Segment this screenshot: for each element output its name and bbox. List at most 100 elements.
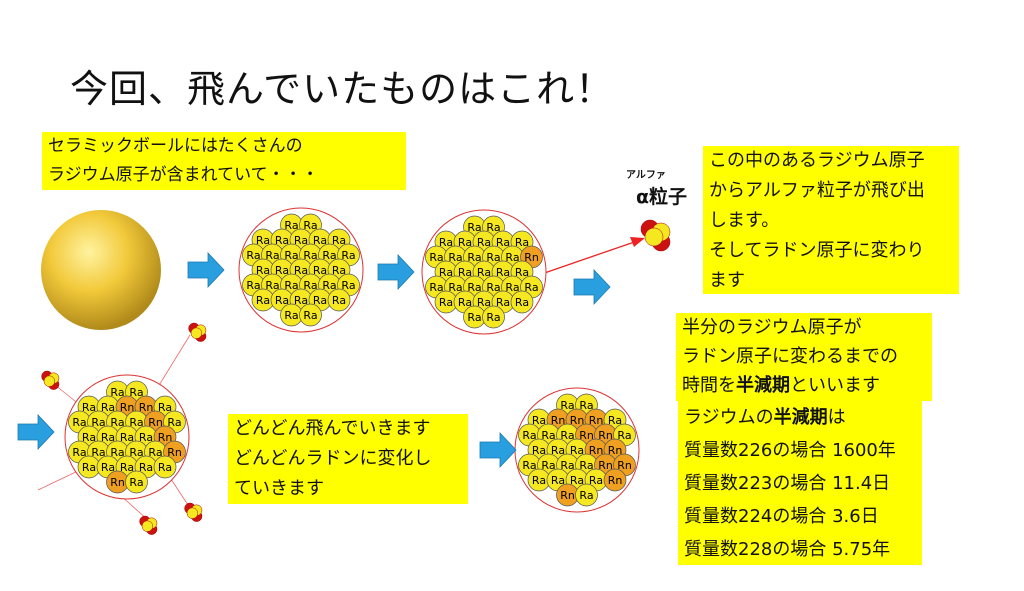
table-row: 質量数226の場合 1600年 (684, 440, 896, 461)
decay-callout: どんどん飛んでいきます どんどんラドンに変化し ていきます (228, 414, 468, 504)
atom-label: Ra (505, 251, 519, 264)
atom-circle (125, 470, 148, 494)
atom-label: Rn (589, 444, 604, 457)
atom-label: Ra (332, 264, 346, 277)
atom-label: Ra (246, 279, 260, 292)
atom-label: Ra (551, 444, 565, 457)
atom-label: Ra (110, 416, 124, 429)
atom-label: Ra (486, 281, 500, 294)
atom-label: Rn (110, 476, 125, 489)
intro-callout: セラミックボールにはたくさんの ラジウム原子が含まれていて・・・ (42, 132, 406, 190)
callout-line: ます (709, 270, 745, 291)
atom-label: Ra (608, 414, 622, 427)
atom-label: Ra (448, 281, 462, 294)
callout-line: どんどん飛んでいきます (234, 418, 431, 439)
atom-label: Ra (110, 386, 124, 399)
atom-label: Ra (129, 476, 143, 489)
atom-circle (482, 305, 505, 329)
atom-label: Ra (496, 236, 510, 249)
atom-label: Ra (458, 296, 472, 309)
table-row: 質量数224の場合 3.6日 (684, 506, 879, 527)
atom-label: Ra (313, 294, 327, 307)
atom-circle (153, 455, 177, 479)
atom-label: Ra (477, 236, 491, 249)
atom-label: Ra (129, 446, 143, 459)
atom-label: Ra (477, 266, 491, 279)
atom-label: Ra (322, 279, 336, 292)
atom-circle (510, 290, 534, 314)
radium-atom: Ra (153, 455, 177, 479)
callout-text: といいます (790, 375, 880, 396)
atom-label: Ra (82, 461, 96, 474)
callout-line: 半分のラジウム原子が (682, 317, 862, 338)
radium-atom: Ra (510, 290, 534, 314)
atom-label: Ra (72, 446, 86, 459)
atom-label: Rn (598, 429, 613, 442)
atom-label: Ra (294, 234, 308, 247)
atom-label: Rn (524, 251, 539, 264)
alpha-particle-icon (139, 515, 158, 535)
emission-line (529, 239, 641, 279)
radium-atom: Ra (527, 468, 551, 492)
atom-label: Ra (256, 234, 270, 247)
callout-bold: 半減期 (736, 375, 790, 396)
atom-label: Ra (505, 281, 519, 294)
atom-label: Ra (341, 249, 355, 262)
atom-label: Ra (246, 249, 260, 262)
table-heading: は (827, 407, 846, 428)
atom-circle (575, 483, 598, 507)
atom-label: Ra (284, 219, 298, 232)
atom-label: Ra (486, 251, 500, 264)
atom-label: Ra (82, 401, 96, 414)
atom-label: Rn (608, 444, 623, 457)
atom-label: Ra (560, 429, 574, 442)
atom-label: Ra (129, 386, 143, 399)
callout-line: どんどんラドンに変化し (234, 448, 432, 469)
atom-label: Ra (532, 414, 546, 427)
atom-label: Ra (101, 461, 115, 474)
atom-label: Ra (303, 309, 317, 322)
atom-label: Ra (313, 234, 327, 247)
atom-label: Ra (275, 234, 289, 247)
atom-label: Ra (515, 266, 529, 279)
atom-label: Ra (265, 279, 279, 292)
right-arrow-icon (17, 413, 55, 451)
atom-label: Ra (275, 294, 289, 307)
atom-label: Ra (313, 264, 327, 277)
atom-label: Ra (515, 296, 529, 309)
atom-label: Ra (467, 251, 481, 264)
atom-label: Rn (598, 459, 613, 472)
radon-atom: Rn (556, 483, 579, 507)
callout-line: ラドン原子に変わるまでの (682, 346, 898, 367)
atom-label: Ra (439, 296, 453, 309)
alpha-ruby: アルファ (626, 170, 666, 181)
atom-label: Rn (148, 416, 163, 429)
atom-label: Rn (579, 429, 594, 442)
atom-label: Ra (294, 294, 308, 307)
atom-label: Ra (448, 251, 462, 264)
atom-label: Ra (570, 474, 584, 487)
atom-label: Rn (120, 401, 135, 414)
table-heading: ラジウムの (684, 407, 774, 428)
radium-atom: Ra (77, 455, 101, 479)
atom-circle (327, 288, 351, 312)
atom-label: Ra (515, 236, 529, 249)
atom-label: Ra (303, 219, 317, 232)
callout-line: ラジウム原子が含まれていて・・・ (48, 165, 319, 185)
atom-label: Ra (522, 459, 536, 472)
callout-line: セラミックボールにはたくさんの (48, 136, 303, 156)
atom-label: Ra (532, 474, 546, 487)
atom-label: Rn (617, 459, 632, 472)
atom-label: Ra (167, 416, 181, 429)
atom-label: Ra (467, 221, 481, 234)
atom-label: Ra (522, 429, 536, 442)
atom-label: Ra (458, 266, 472, 279)
alpha-label: α粒子 (636, 186, 688, 208)
half-life-definition: 半分のラジウム原子が ラドン原子に変わるまでの 時間を半減期といいます (676, 313, 932, 401)
atom-label: Ra (91, 446, 105, 459)
emission-arrowhead (630, 237, 645, 247)
